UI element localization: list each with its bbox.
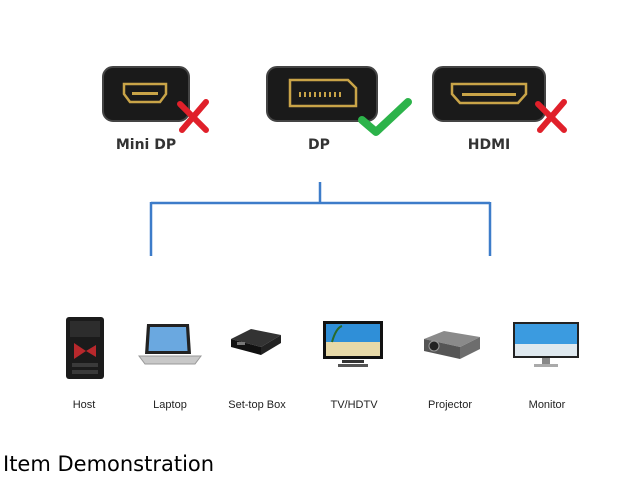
set-top-box-icon <box>229 325 283 364</box>
cross-icon <box>534 98 568 139</box>
device-label-set-top-box: Set-top Box <box>228 399 286 411</box>
device-label-monitor: Monitor <box>528 399 566 411</box>
mini-dp-port-icon <box>102 66 190 122</box>
tv-icon <box>322 320 384 375</box>
cross-icon <box>176 98 210 139</box>
pc-tower-icon <box>64 315 106 386</box>
check-icon <box>358 98 412 143</box>
laptop-icon <box>137 322 203 373</box>
hdmi-port-icon <box>432 66 546 122</box>
mini-dp-label: Mini DP <box>115 137 177 153</box>
device-label-laptop: Laptop <box>153 399 187 411</box>
device-label-tv: TV/HDTV <box>330 399 378 411</box>
dp-port-icon <box>266 66 378 122</box>
hdmi-label: HDMI <box>467 137 511 153</box>
monitor-icon <box>512 321 580 374</box>
device-label-projector: Projector <box>427 399 473 411</box>
caption: Item Demonstration <box>3 452 215 476</box>
device-label-host: Host <box>72 399 96 411</box>
dp-label: DP <box>308 137 330 153</box>
projector-icon <box>420 325 482 370</box>
